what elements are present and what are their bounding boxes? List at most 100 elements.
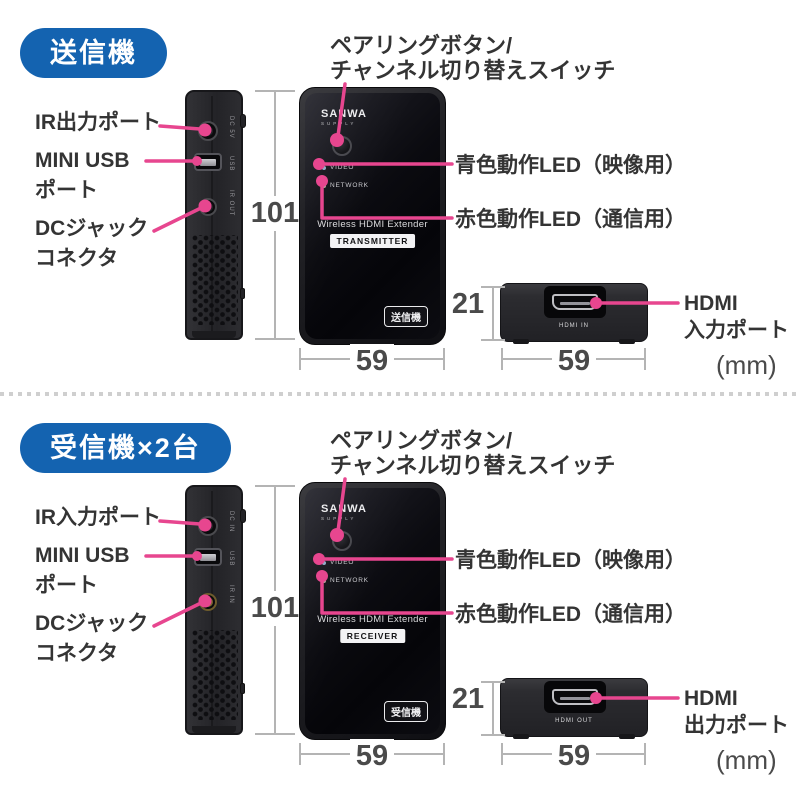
- hdmi-port: [552, 294, 598, 310]
- side-top-jack-port: [198, 516, 218, 536]
- dimension-cap: [501, 743, 503, 765]
- pairing-button: [332, 136, 352, 156]
- vent-holes: [192, 630, 238, 720]
- product-name: Wireless HDMI Extender: [317, 614, 428, 625]
- dimension-depth-line: [492, 287, 494, 341]
- network-led: NETWORK: [322, 577, 369, 584]
- dimension-height-value: 101: [246, 196, 304, 231]
- video-led-dot: [322, 560, 326, 565]
- front-view-device: SANWA SUPPLY VIDEO NETWORK Wireless HDMI…: [299, 482, 446, 740]
- receiver-badge: 受信機×2台: [20, 423, 231, 473]
- side-knob: [240, 509, 246, 523]
- side-top-jack-port: [198, 121, 218, 141]
- hdmi-port-caption: HDMI OUT: [555, 718, 593, 724]
- port-label-usb: USB: [228, 156, 234, 172]
- transmitter-section: 送信機 IR出力ポート MINI USB ポート DCジャック コネクタ ペアリ…: [0, 0, 800, 395]
- dimension-cap: [481, 681, 505, 683]
- label-ir-port: IR入力ポート: [35, 506, 161, 529]
- port-label-dc: DC 5V: [228, 116, 234, 139]
- dimension-cap: [481, 286, 505, 288]
- network-led: NETWORK: [322, 182, 369, 189]
- video-led: VIDEO: [322, 559, 354, 566]
- mini-usb-port: [194, 548, 222, 566]
- network-led-dot: [322, 578, 326, 583]
- unit-type-tag: 受信機: [384, 701, 428, 722]
- label-blue-led: 青色動作LED（映像用）: [455, 549, 686, 572]
- dimension-cap: [443, 348, 445, 370]
- device-foot: [619, 734, 635, 739]
- front-view-device: SANWA SUPPLY VIDEO NETWORK Wireless HDMI…: [299, 87, 446, 345]
- dimension-cap: [481, 339, 505, 341]
- side-bump: [240, 683, 245, 694]
- bottom-view-device: HDMI IN: [500, 283, 648, 344]
- side-knob: [240, 114, 246, 128]
- role-badge: TRANSMITTER: [329, 234, 416, 248]
- port-label-dc: DC IN: [228, 511, 234, 533]
- dimension-cap: [255, 338, 295, 340]
- dimension-cap: [299, 743, 301, 765]
- mini-usb-port: [194, 153, 222, 171]
- network-led-dot: [322, 183, 326, 188]
- brand-logo: SANWA SUPPLY: [321, 503, 367, 521]
- role-badge: RECEIVER: [339, 629, 406, 643]
- device-foot: [192, 331, 236, 338]
- device-foot: [513, 734, 529, 739]
- dimension-cap: [255, 733, 295, 735]
- side-bottom-jack-port: [199, 593, 217, 611]
- case-seam: [211, 96, 213, 336]
- dimension-cap: [299, 348, 301, 370]
- side-bump: [240, 288, 245, 299]
- port-label-usb: USB: [228, 551, 234, 567]
- dimension-depth-value: 21: [451, 288, 485, 320]
- side-bottom-jack-port: [199, 198, 217, 216]
- label-red-led: 赤色動作LED（通信用）: [455, 208, 686, 231]
- device-face: SANWA SUPPLY VIDEO NETWORK Wireless HDMI…: [305, 93, 440, 339]
- side-view-device: DC IN USB IR IN: [185, 485, 246, 735]
- dimension-cap: [481, 734, 505, 736]
- dimension-depth-line: [492, 682, 494, 736]
- side-view-device: DC 5V USB IR OUT: [185, 90, 246, 340]
- port-recess: [544, 286, 606, 318]
- device-foot: [192, 726, 236, 733]
- dimension-bottom-width-value: 59: [552, 739, 596, 774]
- dimension-cap: [255, 90, 295, 92]
- unit-label: (mm): [716, 745, 777, 775]
- dimension-height-value: 101: [246, 591, 304, 626]
- hdmi-port-caption: HDMI IN: [559, 323, 589, 329]
- video-led-dot: [322, 165, 326, 170]
- dimension-cap: [255, 485, 295, 487]
- port-label-ir: IR IN: [228, 585, 234, 604]
- device-foot: [513, 339, 529, 344]
- port-recess: [544, 681, 606, 713]
- dimension-cap: [443, 743, 445, 765]
- label-hdmi-port: HDMI 入力ポート: [684, 292, 789, 342]
- label-red-led: 赤色動作LED（通信用）: [455, 603, 686, 626]
- label-mini-usb-port: MINI USB ポート: [35, 544, 130, 597]
- device-foot: [619, 339, 635, 344]
- product-name: Wireless HDMI Extender: [317, 219, 428, 230]
- vent-holes: [192, 235, 238, 325]
- device-face: SANWA SUPPLY VIDEO NETWORK Wireless HDMI…: [305, 488, 440, 734]
- section-divider: [0, 392, 800, 396]
- hdmi-port: [552, 689, 598, 705]
- label-blue-led: 青色動作LED（映像用）: [455, 154, 686, 177]
- transmitter-badge: 送信機: [20, 28, 167, 78]
- case-seam: [211, 491, 213, 731]
- dimension-cap: [644, 348, 646, 370]
- brand-logo: SANWA SUPPLY: [321, 108, 367, 126]
- dimension-cap: [501, 348, 503, 370]
- dimension-cap: [644, 743, 646, 765]
- bottom-view-device: HDMI OUT: [500, 678, 648, 739]
- label-pairing-button: ペアリングボタン/ チャンネル切り替えスイッチ: [330, 428, 616, 478]
- dimension-depth-value: 21: [451, 683, 485, 715]
- dimension-width-value: 59: [350, 344, 394, 379]
- unit-label: (mm): [716, 350, 777, 380]
- dimension-bottom-width-value: 59: [552, 344, 596, 379]
- unit-type-tag: 送信機: [384, 306, 428, 327]
- label-mini-usb-port: MINI USB ポート: [35, 149, 130, 202]
- pairing-button: [332, 531, 352, 551]
- label-dc-jack: DCジャック コネクタ: [35, 217, 149, 270]
- label-hdmi-port: HDMI 出力ポート: [684, 687, 789, 737]
- label-ir-port: IR出力ポート: [35, 111, 161, 134]
